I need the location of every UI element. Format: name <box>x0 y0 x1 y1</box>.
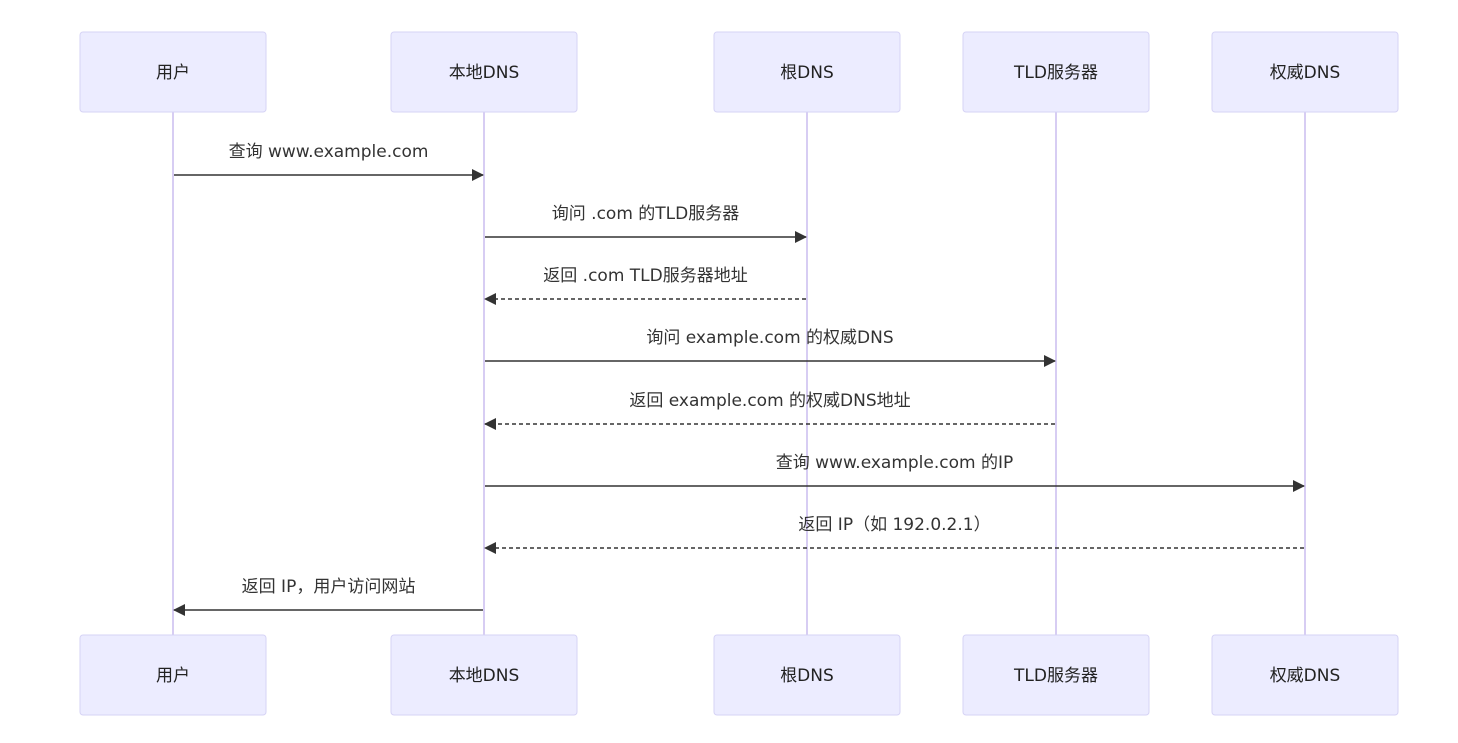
actor-box <box>713 31 901 113</box>
message-label: 询问 .com 的TLD服务器 <box>552 204 739 224</box>
actor-box <box>1211 634 1399 716</box>
message-5: 返回 example.com 的权威DNS地址 <box>484 391 1055 430</box>
message-label: 返回 IP（如 192.0.2.1） <box>798 515 990 535</box>
actor-box <box>962 31 1150 113</box>
actor-box <box>390 634 578 716</box>
actor-tld-top: TLD服务器 <box>962 31 1150 113</box>
actor-auth-top: 权威DNS <box>1211 31 1399 113</box>
message-label: 返回 .com TLD服务器地址 <box>543 266 747 286</box>
actor-box <box>962 634 1150 716</box>
actor-box <box>390 31 578 113</box>
message-label: 返回 example.com 的权威DNS地址 <box>629 391 910 411</box>
message-7: 返回 IP（如 192.0.2.1） <box>484 515 1304 554</box>
actor-label: 权威DNS <box>1270 63 1341 83</box>
actor-label: 本地DNS <box>449 63 520 83</box>
actor-user-bottom: 用户 <box>79 634 267 716</box>
actor-label: 根DNS <box>780 666 834 686</box>
actor-label: 用户 <box>156 666 190 686</box>
actor-label: TLD服务器 <box>1013 666 1098 686</box>
actor-box <box>713 634 901 716</box>
message-2: 询问 .com 的TLD服务器 <box>485 204 807 243</box>
actor-tld-bottom: TLD服务器 <box>962 634 1150 716</box>
actor-root-top: 根DNS <box>713 31 901 113</box>
message-label: 返回 IP，用户访问网站 <box>242 577 416 597</box>
message-8: 返回 IP，用户访问网站 <box>173 577 483 616</box>
message-4: 询问 example.com 的权威DNS <box>485 328 1056 367</box>
actor-user-top: 用户 <box>79 31 267 113</box>
actor-label: 权威DNS <box>1270 666 1341 686</box>
actor-local-bottom: 本地DNS <box>390 634 578 716</box>
message-3: 返回 .com TLD服务器地址 <box>484 266 806 305</box>
actor-auth-bottom: 权威DNS <box>1211 634 1399 716</box>
actor-local-top: 本地DNS <box>390 31 578 113</box>
actor-label: 根DNS <box>780 63 834 83</box>
actor-label: 用户 <box>156 63 190 83</box>
message-label: 查询 www.example.com 的IP <box>776 453 1014 473</box>
message-label: 查询 www.example.com <box>229 142 429 162</box>
actor-label: 本地DNS <box>449 666 520 686</box>
actor-box <box>79 634 267 716</box>
message-label: 询问 example.com 的权威DNS <box>646 328 893 348</box>
actor-box <box>79 31 267 113</box>
actor-box <box>1211 31 1399 113</box>
message-6: 查询 www.example.com 的IP <box>485 453 1305 492</box>
message-1: 查询 www.example.com <box>174 142 484 181</box>
actor-root-bottom: 根DNS <box>713 634 901 716</box>
actor-label: TLD服务器 <box>1013 63 1098 83</box>
